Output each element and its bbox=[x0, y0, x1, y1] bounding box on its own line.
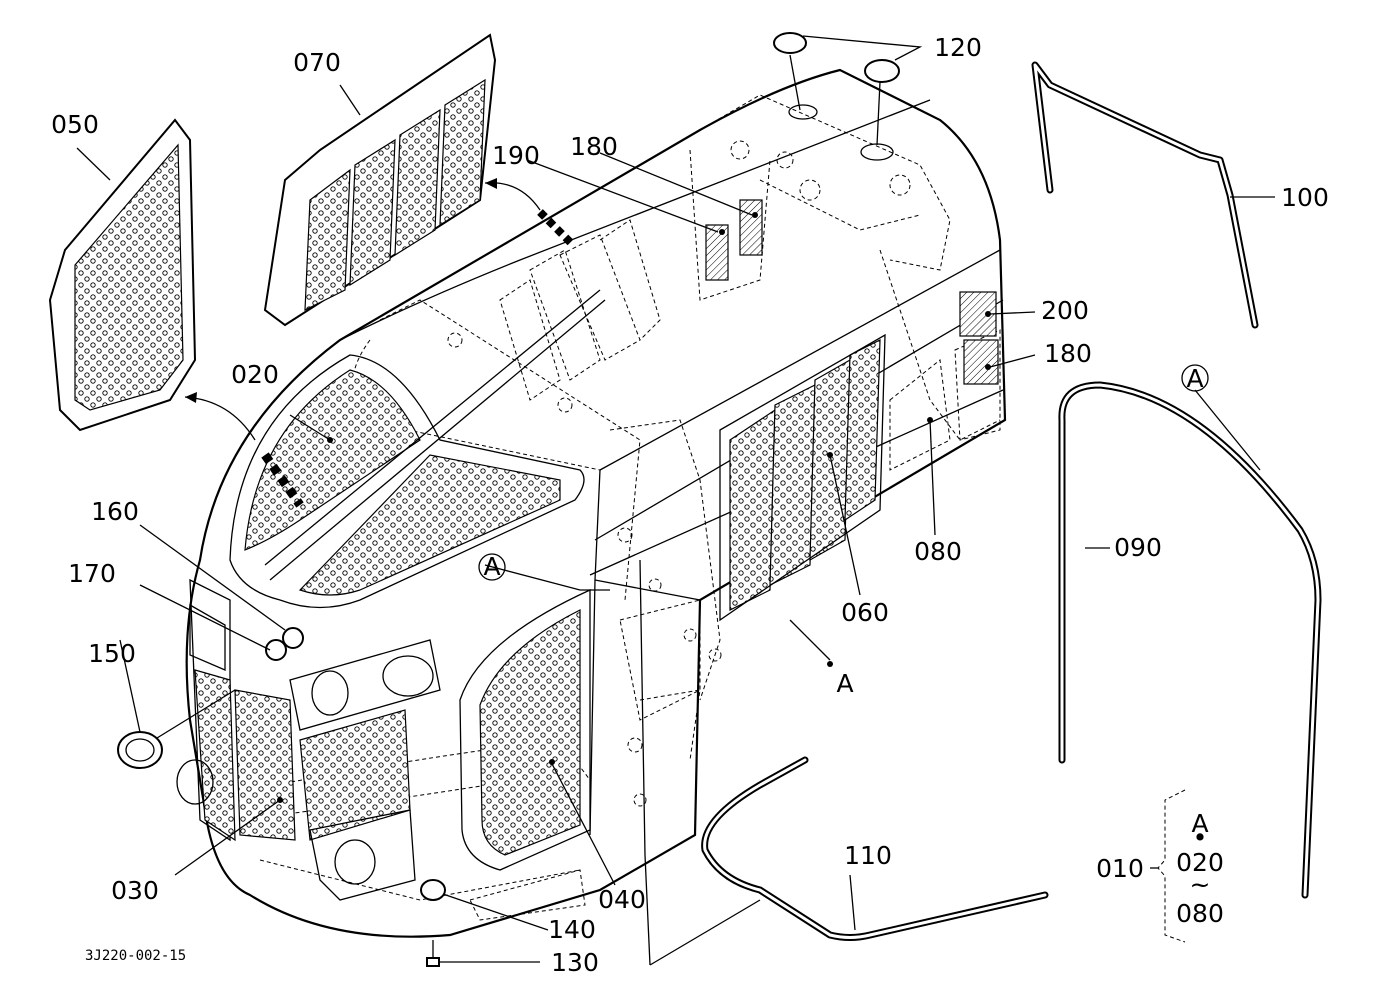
panel-050 bbox=[48, 118, 197, 432]
seal-100 bbox=[1031, 61, 1259, 329]
legend-010-to: 080 bbox=[1176, 899, 1224, 928]
label-010: 010 bbox=[1096, 854, 1144, 883]
legend-010-tilde: ~ bbox=[1190, 870, 1211, 899]
ref-a-circle-hood bbox=[478, 553, 506, 581]
decal-180-top bbox=[739, 199, 763, 256]
plug-120a bbox=[773, 32, 807, 54]
bolt-130 bbox=[426, 940, 540, 967]
panel-070 bbox=[263, 33, 497, 327]
plug-120b bbox=[864, 59, 900, 83]
grommet-140 bbox=[420, 879, 446, 901]
label-070: 070 bbox=[293, 48, 341, 77]
louvres-060 bbox=[719, 333, 886, 622]
legend-010: A • 020 ~ 080 bbox=[1176, 809, 1224, 928]
label-030: 030 bbox=[111, 876, 159, 905]
legend-010-from: 020 bbox=[1176, 848, 1224, 877]
label-050: 050 bbox=[51, 110, 99, 139]
emblem-150 bbox=[117, 639, 236, 769]
label-200: 200 bbox=[1041, 296, 1089, 325]
label-040: 040 bbox=[598, 885, 646, 914]
label-140: 140 bbox=[548, 915, 596, 944]
label-090: 090 bbox=[1114, 533, 1162, 562]
label-020: 020 bbox=[231, 360, 279, 389]
seal-090 bbox=[1058, 381, 1322, 899]
label-a-circle-hood: A bbox=[483, 552, 500, 581]
label-190: 190 bbox=[492, 141, 540, 170]
label-100: 100 bbox=[1281, 183, 1329, 212]
label-a-hood: A bbox=[836, 669, 853, 698]
label-160: 160 bbox=[91, 497, 139, 526]
label-060: 060 bbox=[841, 598, 889, 627]
seal-110 bbox=[701, 756, 1049, 941]
legend-010-dot: • bbox=[1193, 823, 1208, 852]
label-150: 150 bbox=[88, 639, 136, 668]
label-130: 130 bbox=[551, 948, 599, 977]
cap-170 bbox=[265, 639, 287, 661]
ref-a-circle-seal bbox=[1181, 364, 1209, 392]
label-170: 170 bbox=[68, 559, 116, 588]
side-mesh-040 bbox=[459, 588, 591, 871]
label-180-top: 180 bbox=[570, 132, 618, 161]
mesh-panel-020 bbox=[229, 289, 606, 609]
decal-190 bbox=[705, 224, 729, 281]
label-110: 110 bbox=[844, 841, 892, 870]
knob-160 bbox=[282, 627, 304, 649]
label-180-side: 180 bbox=[1044, 339, 1092, 368]
legend-010-top: A bbox=[1191, 809, 1208, 838]
label-080: 080 bbox=[914, 537, 962, 566]
decal-180-side bbox=[963, 339, 999, 385]
drawing-code: 3J220-002-15 bbox=[85, 948, 186, 964]
label-120: 120 bbox=[934, 33, 982, 62]
grille-030 bbox=[176, 578, 441, 901]
label-a-circle-seal: A bbox=[1186, 364, 1203, 393]
